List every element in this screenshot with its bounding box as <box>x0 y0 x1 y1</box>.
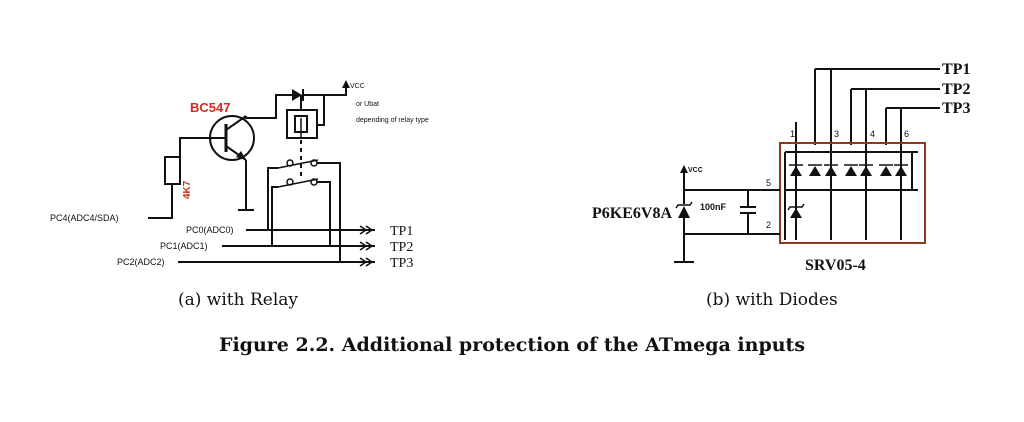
srv05-4-ic <box>779 142 926 244</box>
tvs-diode <box>675 190 693 234</box>
pin-2-label: 2 <box>766 220 771 230</box>
panel-a-relay-circuit: BC547 4K7 VCC or Ubat depending of relay… <box>50 80 429 310</box>
pin-6-label: 6 <box>904 129 909 139</box>
capacitor-100nf <box>740 190 756 234</box>
ic-internal-diodes <box>784 151 918 240</box>
relay-type-label: depending of relay type <box>356 117 429 124</box>
panel-a-caption: (a) with Relay <box>178 290 298 310</box>
bc547-transistor <box>206 115 255 161</box>
relay-coil <box>286 109 318 139</box>
vcc-label-b: VCC <box>688 167 703 174</box>
resistor-label: 4K7 <box>182 180 193 199</box>
tp3-output-a: TP3 <box>390 256 413 271</box>
pin-5-label: 5 <box>766 178 771 188</box>
panel-b-diode-circuit: TP1 TP2 TP3 1 3 4 6 SRV05-4 <box>592 61 970 310</box>
tp1-output-b: TP1 <box>942 61 970 78</box>
transistor-label: BC547 <box>190 100 230 115</box>
pc1-input-label: PC1(ADC1) <box>160 241 208 251</box>
pin-3-label: 3 <box>834 129 839 139</box>
pc0-input-label: PC0(ADC0) <box>186 225 234 235</box>
figure-caption: Figure 2.2. Additional protection of the… <box>219 334 805 356</box>
signal-lines <box>178 225 375 267</box>
flyback-diode <box>276 89 325 126</box>
vcc-label: VCC <box>350 83 365 90</box>
pc2-input-label: PC2(ADC2) <box>117 257 165 267</box>
capacitor-label: 100nF <box>700 202 727 212</box>
panel-b-caption: (b) with Diodes <box>706 290 838 310</box>
tp2-output-b: TP2 <box>942 81 970 98</box>
pin-1-label: 1 <box>790 129 795 139</box>
pc4-input-label: PC4(ADC4/SDA) <box>50 213 119 223</box>
tp2-output-a: TP2 <box>390 240 413 255</box>
tp1-output-a: TP1 <box>390 224 413 239</box>
ubat-label: or Ubat <box>356 101 379 108</box>
pin-4-label: 4 <box>870 129 875 139</box>
tvs-label: P6KE6V8A <box>592 205 672 222</box>
ic-label: SRV05-4 <box>805 257 866 274</box>
base-resistor <box>164 156 181 185</box>
tp3-output-b: TP3 <box>942 100 970 117</box>
tp-output-lines <box>815 68 940 109</box>
